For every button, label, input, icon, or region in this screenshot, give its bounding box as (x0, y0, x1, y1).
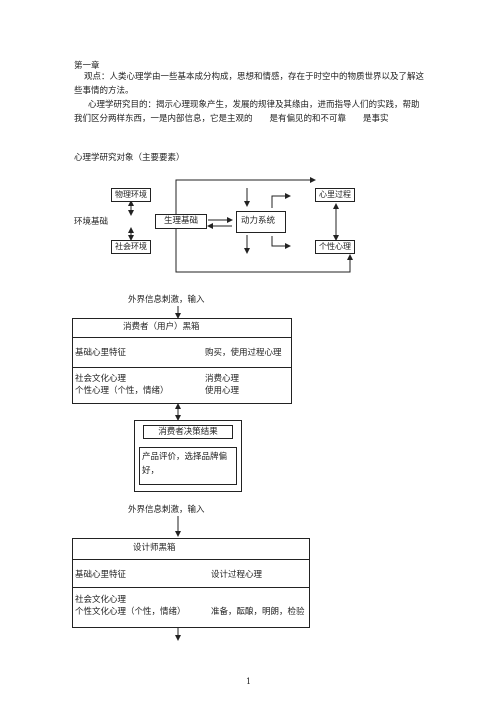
designer-blackbox: 设计师黑箱 基础心里特征 设计过程心理 社会文化心理 个性文化心理（个性，情绪）… (72, 538, 310, 628)
chapter-heading: 第一章 (74, 61, 100, 71)
divider (73, 367, 291, 368)
personality-box: 个性心理 (315, 240, 355, 254)
designer-input-label: 外界信息刺激，输入 (128, 505, 205, 515)
designer-blackbox-title: 设计师黑箱 (133, 543, 176, 553)
environment-basis-label: 环境基础 (74, 217, 109, 227)
viewpoint-paragraph: 观点：人类心理学由一些基本成分构成，思想和情感，存在于时空中的物质世界以及了解这… (74, 72, 425, 96)
consumer-right-row: 购买，使用过程心理 (205, 348, 282, 358)
designer-left-row: 个性文化心理（个性，情绪） (75, 607, 186, 617)
designer-left-row: 社会文化心理 (75, 595, 127, 605)
physiological-basis-box: 生理基础 (155, 214, 207, 229)
social-environment-box: 社会环境 (111, 240, 151, 254)
divider (73, 337, 291, 338)
dynamic-system-box: 动力系统 (236, 211, 286, 233)
consumer-left-row: 个性心理（个性，情绪） (75, 386, 169, 396)
designer-left-row: 基础心里特征 (75, 570, 127, 580)
physical-environment-box: 物理环境 (111, 188, 151, 202)
consumer-right-row: 使用心理 (205, 386, 240, 396)
divider (73, 587, 309, 588)
consumer-blackbox-title: 消费者（用户）黑箱 (123, 322, 200, 332)
consumer-result-title: 消费者决策结果 (143, 425, 233, 439)
designer-right-row: 准备，酝酿，明朗，检验 (211, 607, 305, 617)
mental-process-box: 心里过程 (315, 188, 355, 202)
designer-right-row: 设计过程心理 (211, 570, 263, 580)
research-purpose-paragraph: 心理学研究目的：揭示心理现象产生，发展的规律及其缘由，进而指导人们的实践，帮助我… (74, 100, 420, 124)
divider (73, 559, 309, 560)
section-title: 心理学研究对象（主要要素） (74, 153, 185, 163)
consumer-result-box: 消费者决策结果 产品评价，选择品牌偏好， (134, 420, 242, 492)
consumer-left-row: 基础心里特征 (75, 348, 127, 358)
consumer-right-row: 消费心理 (205, 374, 240, 384)
page-number: 1 (246, 677, 252, 686)
consumer-left-row: 社会文化心理 (75, 374, 127, 384)
consumer-input-label: 外界信息刺激，输入 (128, 295, 205, 305)
consumer-result-text: 产品评价，选择品牌偏好， (139, 447, 237, 485)
consumer-blackbox: 消费者（用户）黑箱 基础心里特征 购买，使用过程心理 社会文化心理 消费心理 个… (72, 318, 292, 404)
